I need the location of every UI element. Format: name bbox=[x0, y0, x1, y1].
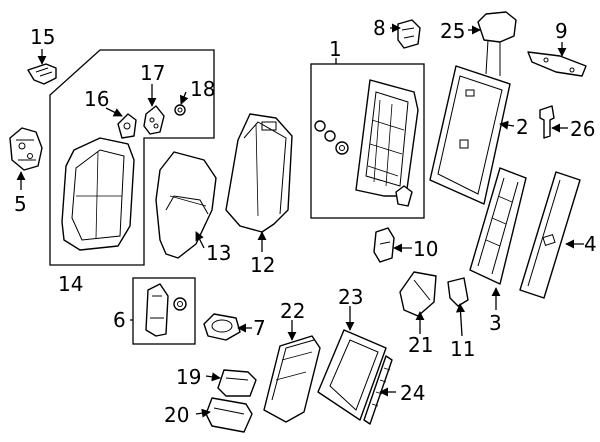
part-23-panel bbox=[317, 329, 387, 421]
callout-24: 24 bbox=[400, 381, 425, 405]
callout-9: 9 bbox=[555, 19, 568, 43]
callout-17: 17 bbox=[140, 61, 165, 85]
part-7-cover bbox=[203, 313, 241, 341]
callout-19: 19 bbox=[176, 365, 201, 389]
callout-10: 10 bbox=[413, 237, 438, 261]
callout-11: 11 bbox=[450, 337, 475, 361]
callout-18: 18 bbox=[190, 77, 215, 101]
part-17-clip bbox=[143, 105, 165, 135]
group-box-1 bbox=[310, 63, 425, 219]
callout-7: 7 bbox=[253, 316, 266, 340]
part-14-seatback-cover bbox=[61, 137, 135, 251]
callout-12: 12 bbox=[250, 253, 275, 277]
callout-15: 15 bbox=[30, 25, 55, 49]
part-24-trim-strip bbox=[363, 355, 393, 425]
part-2-back-board bbox=[429, 65, 511, 205]
callout-4: 4 bbox=[584, 232, 597, 256]
part-26-bolt bbox=[539, 105, 555, 139]
part-3-hinge-rail bbox=[469, 167, 527, 285]
part-1-seatback-frame bbox=[314, 79, 419, 207]
part-12-side-bolster bbox=[225, 113, 293, 233]
callout-2: 2 bbox=[516, 115, 529, 139]
leader-lines bbox=[16, 23, 584, 418]
callout-25: 25 bbox=[440, 19, 465, 43]
callout-3: 3 bbox=[489, 311, 502, 335]
callout-1: 1 bbox=[329, 37, 342, 61]
callout-23: 23 bbox=[338, 285, 363, 309]
part-11-clip bbox=[447, 277, 469, 307]
part-15-bracket bbox=[27, 63, 57, 85]
part-19-pad bbox=[217, 369, 257, 397]
group-box-14 bbox=[49, 49, 215, 266]
callout-13: 13 bbox=[206, 241, 231, 265]
part-18-grommet bbox=[174, 104, 186, 116]
callout-8: 8 bbox=[373, 16, 386, 40]
callout-16: 16 bbox=[84, 87, 109, 111]
callout-5: 5 bbox=[14, 192, 27, 216]
part-9-rail bbox=[527, 51, 587, 77]
callout-14: 14 bbox=[58, 272, 83, 296]
part-21-cap bbox=[399, 271, 437, 317]
part-4-side-panel bbox=[519, 171, 581, 299]
part-25-headrest bbox=[477, 11, 517, 76]
callout-22: 22 bbox=[280, 299, 305, 323]
group-box-6 bbox=[132, 277, 196, 345]
callout-6: 6 bbox=[113, 308, 126, 332]
callout-26: 26 bbox=[570, 117, 595, 141]
callout-20: 20 bbox=[164, 403, 189, 427]
part-10-bracket bbox=[373, 227, 395, 263]
callout-21: 21 bbox=[408, 333, 433, 357]
part-20-pad bbox=[205, 397, 253, 433]
part-6-latch bbox=[145, 283, 187, 337]
part-22-cushion bbox=[263, 335, 321, 423]
part-16-clip bbox=[117, 113, 137, 139]
part-8-clip bbox=[397, 19, 421, 49]
part-5-hinge-bracket bbox=[9, 127, 43, 171]
